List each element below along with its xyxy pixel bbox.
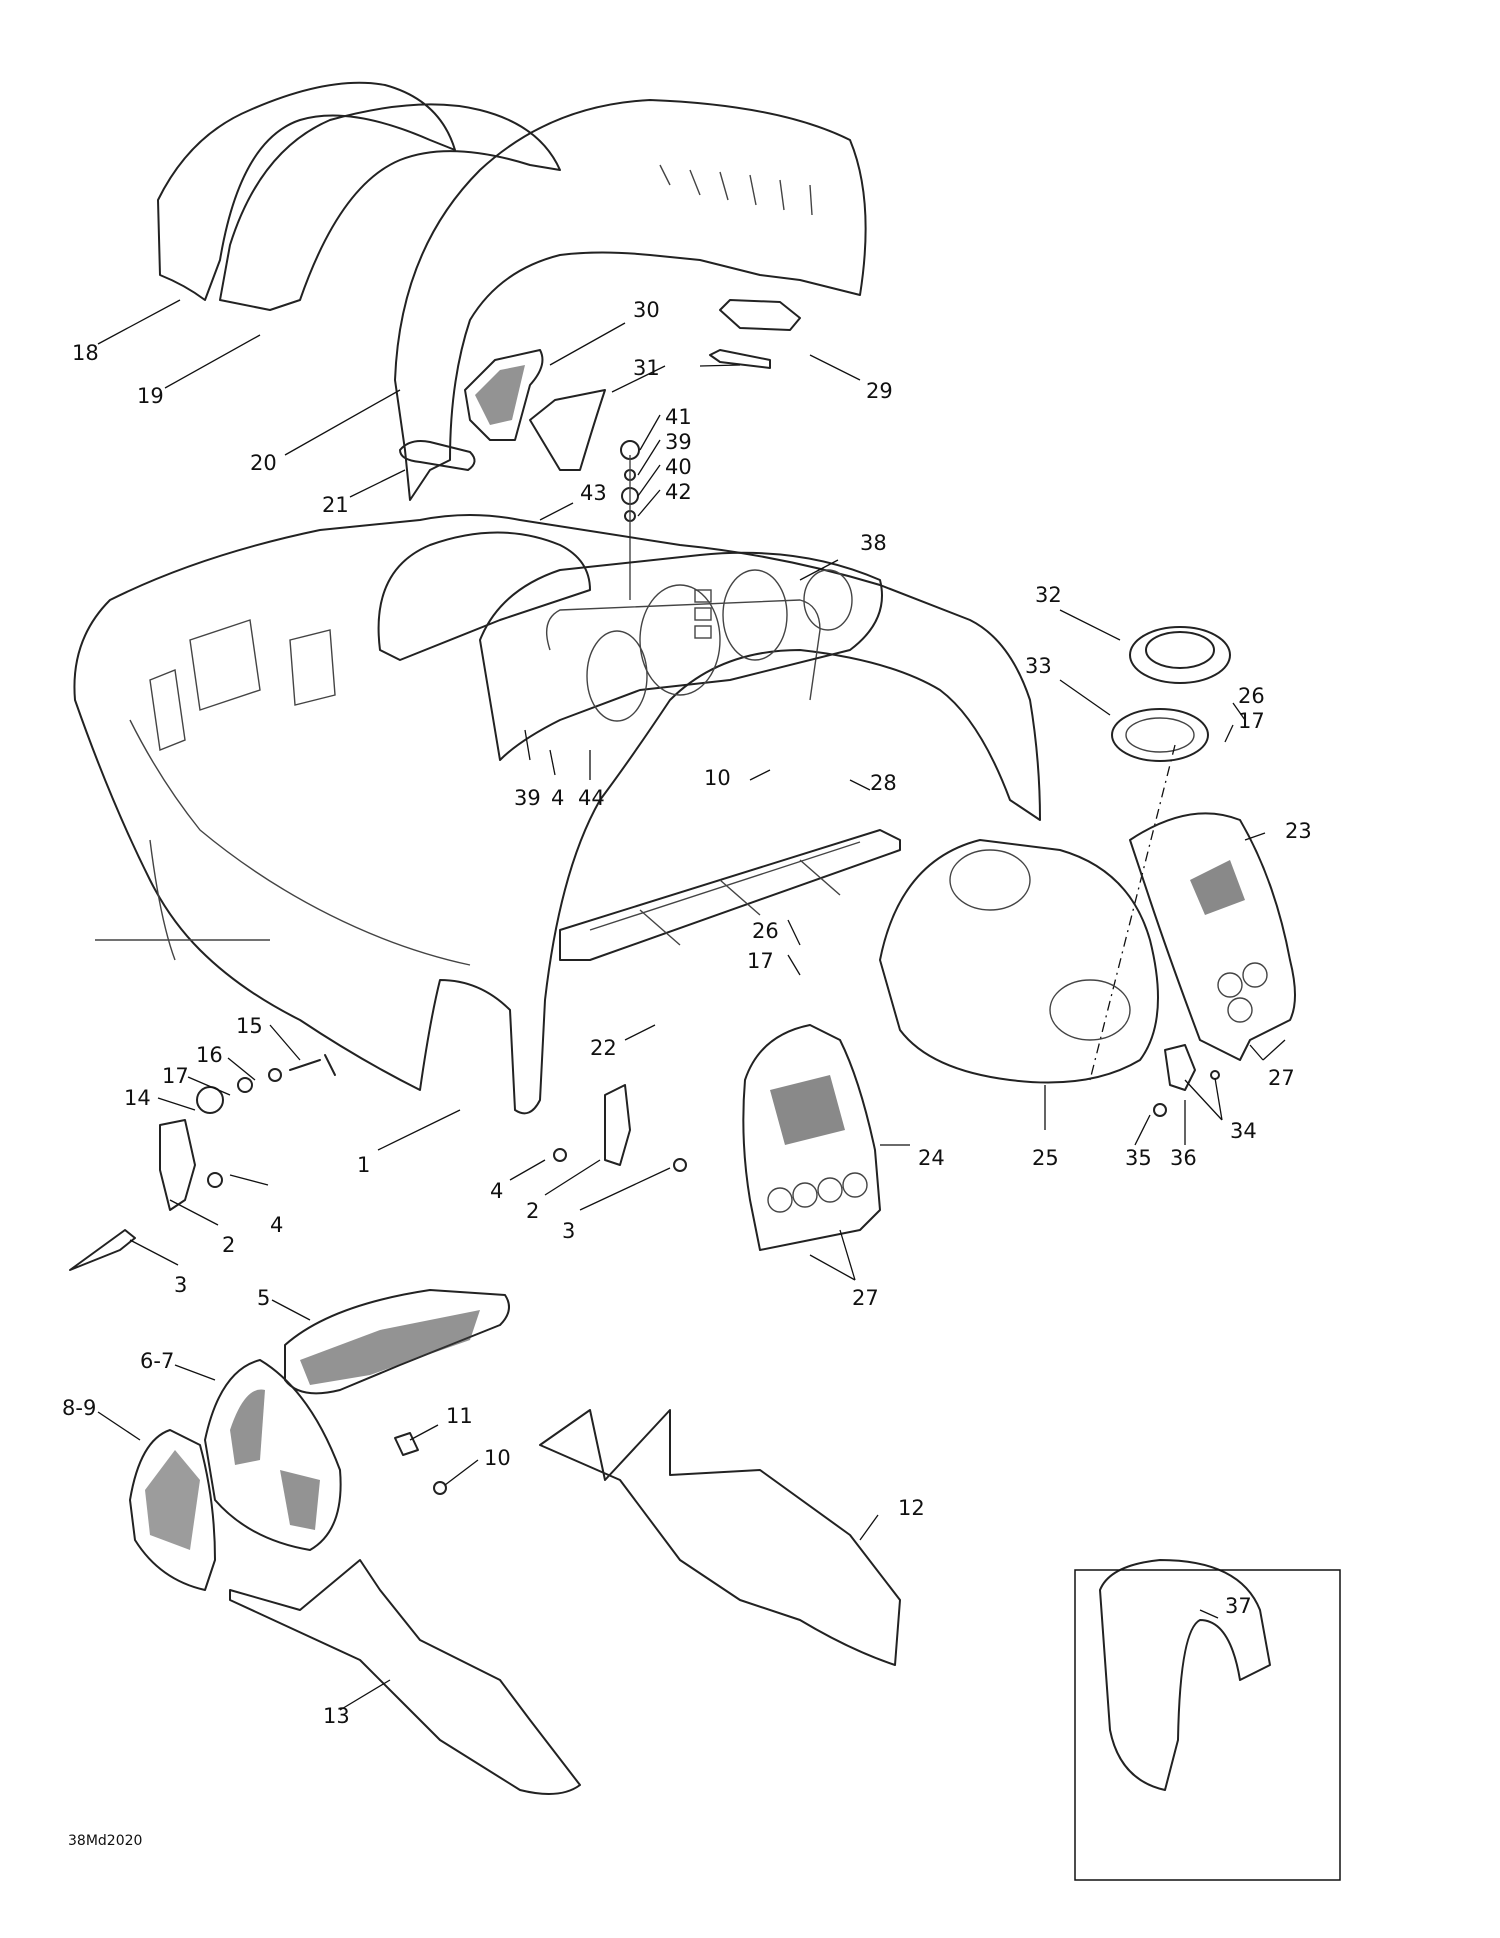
callout-4-top: 4 (551, 786, 564, 810)
callout-40: 40 (665, 455, 692, 479)
part-console-38 (479, 551, 883, 761)
part-insulation-13 (229, 1559, 581, 1795)
part-windshield-19 (219, 103, 561, 311)
callout-16: 16 (196, 1043, 223, 1067)
callout-24: 24 (918, 1146, 945, 1170)
callout-10-top: 10 (704, 766, 731, 790)
callout-41: 41 (665, 405, 692, 429)
part-heatshield-37 (1099, 1559, 1271, 1791)
part-fasteners-39-42 (620, 440, 640, 600)
callout-43: 43 (580, 481, 607, 505)
callout-39-top: 39 (665, 430, 692, 454)
callout-23: 23 (1285, 819, 1312, 843)
part-clip-11-10 (394, 1432, 447, 1495)
callout-8-9: 8-9 (62, 1396, 96, 1420)
callout-36: 36 (1170, 1146, 1197, 1170)
part-windshield-20 (394, 99, 867, 501)
part-deflector-30 (464, 349, 544, 441)
part-grille-8-9 (129, 1429, 216, 1591)
callout-5: 5 (257, 1286, 270, 1310)
callout-10-bottom: 10 (484, 1446, 511, 1470)
callout-26-right: 26 (1238, 684, 1265, 708)
callout-4-center: 4 (490, 1179, 503, 1203)
part-tray-28 (559, 829, 901, 961)
part-grille-5 (284, 1289, 510, 1395)
drawing-code: 38Md2020 (68, 1833, 142, 1849)
callout-37: 37 (1225, 1594, 1252, 1618)
part-cover-25 (879, 839, 1159, 1084)
callout-34: 34 (1230, 1119, 1257, 1143)
part-deflector-31 (529, 389, 606, 471)
callout-33: 33 (1025, 654, 1052, 678)
part-seat-cushion (377, 531, 591, 661)
callout-27-bottom: 27 (852, 1286, 879, 1310)
callout-12: 12 (898, 1496, 925, 1520)
callout-44: 44 (578, 786, 605, 810)
part-side-panel-24 (742, 1024, 881, 1251)
callout-3-center: 3 (562, 1219, 575, 1243)
callout-32: 32 (1035, 583, 1062, 607)
callout-42: 42 (665, 480, 692, 504)
callout-27-right: 27 (1268, 1066, 1295, 1090)
callout-20: 20 (250, 451, 277, 475)
callout-13: 13 (323, 1704, 350, 1728)
part-insulation-12 (539, 1409, 901, 1666)
part-bracket-2-center (553, 1084, 687, 1172)
callout-2-center: 2 (526, 1199, 539, 1223)
callout-35: 35 (1125, 1146, 1152, 1170)
part-ring-32-33 (1089, 626, 1231, 1081)
callout-30: 30 (633, 298, 660, 322)
part-bracket-21 (399, 440, 476, 471)
callout-21: 21 (322, 493, 349, 517)
callout-labels: 18 19 20 21 30 31 29 41 39 40 42 43 38 3… (62, 298, 1312, 1849)
callout-4-left: 4 (270, 1213, 283, 1237)
callout-1: 1 (357, 1153, 370, 1177)
callout-38: 38 (860, 531, 887, 555)
callout-31: 31 (633, 356, 660, 380)
callout-39-bottom: 39 (514, 786, 541, 810)
callout-6-7: 6-7 (140, 1349, 174, 1373)
callout-17-left: 17 (162, 1064, 189, 1088)
callout-17-right: 17 (1238, 709, 1265, 733)
callout-3-left: 3 (174, 1273, 187, 1297)
callout-19: 19 (137, 384, 164, 408)
part-windshield-18 (157, 81, 456, 301)
part-grille-6-7 (204, 1359, 342, 1551)
callout-11: 11 (446, 1404, 473, 1428)
part-hood-1 (73, 514, 1041, 1115)
part-bracket-2-left (69, 1119, 223, 1271)
callout-18: 18 (72, 341, 99, 365)
part-side-panel-23 (1129, 812, 1296, 1061)
leader-lines (97, 299, 1286, 1711)
callout-17-center: 17 (747, 949, 774, 973)
callout-14: 14 (124, 1086, 151, 1110)
callout-15: 15 (236, 1014, 263, 1038)
callout-2-left: 2 (222, 1233, 235, 1257)
callout-28: 28 (870, 771, 897, 795)
callout-22: 22 (590, 1036, 617, 1060)
callout-26-center: 26 (752, 919, 779, 943)
part-latch-29 (709, 299, 801, 369)
callout-25: 25 (1032, 1146, 1059, 1170)
callout-29: 29 (866, 379, 893, 403)
inset-frame (1074, 1569, 1341, 1881)
